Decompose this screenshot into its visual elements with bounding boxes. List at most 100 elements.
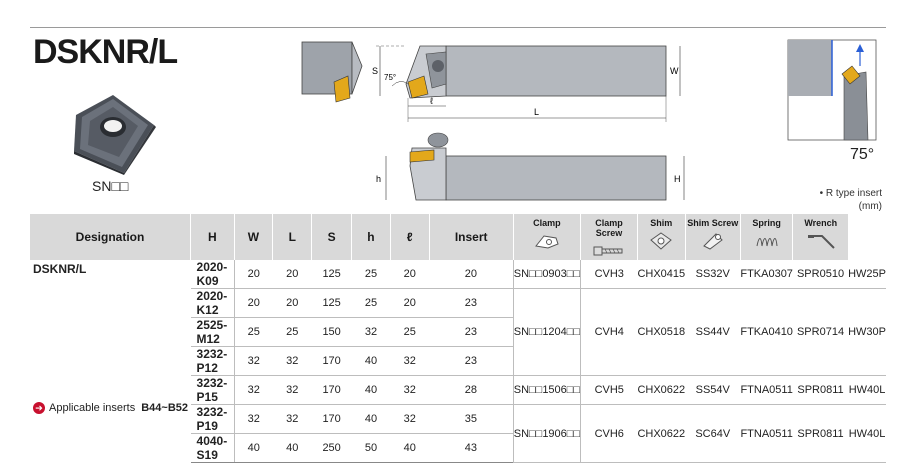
r-type-note: • R type insert (mm) <box>820 187 882 213</box>
header-S: S <box>311 214 352 260</box>
header-shim-screw: Shim Screw <box>684 214 741 260</box>
shim-icon <box>650 232 673 250</box>
cell-l: 43 <box>429 433 514 463</box>
arrow-circle-icon: ➔ <box>33 402 45 414</box>
cell-wrench: HW25P <box>848 260 886 289</box>
cell-clamp: CVH6 <box>580 404 638 463</box>
toolholder-drawing: S W L ℓ 75° h H <box>301 41 685 201</box>
designation-code: 2525-M12 <box>190 317 235 347</box>
table-row: 3232-P15 32 32 170 40 32 28 SN□□1506□□ C… <box>30 375 886 405</box>
table-row: DSKNR/L 2020-K09 20 20 125 25 20 20 SN□□… <box>30 260 886 289</box>
insert-icon <box>74 95 156 175</box>
header-wrench-label: Wrench <box>804 218 838 228</box>
header-l: ℓ <box>389 214 430 260</box>
header-designation: Designation <box>30 214 191 260</box>
dim-angle: 75° <box>384 73 396 82</box>
header-insert: Insert <box>428 214 514 260</box>
cell-l: 20 <box>429 260 514 289</box>
r-type-illustration <box>787 39 877 141</box>
cell-H: 32 <box>233 375 273 405</box>
cell-l: 23 <box>429 288 514 318</box>
cell-wrench: HW30P <box>848 288 886 376</box>
top-rule <box>30 27 886 28</box>
cell-H: 20 <box>233 288 273 318</box>
cell-H: 32 <box>233 404 273 434</box>
cell-L: 150 <box>311 317 352 347</box>
wrench-icon <box>807 235 835 249</box>
designation-code: 3232-P15 <box>190 375 235 405</box>
header-shim-screw-label: Shim Screw <box>687 218 739 228</box>
designation-code: 3232-P12 <box>190 346 235 376</box>
series-name: DSKNR/L <box>33 262 87 276</box>
unit-label: (mm) <box>858 201 882 212</box>
header-wrench: Wrench <box>792 214 849 260</box>
header-W: W <box>233 214 273 260</box>
cell-S: 50 <box>351 433 391 463</box>
cell-insert: SN□□1204□□ <box>512 288 581 376</box>
header-clamp: Clamp <box>512 214 581 260</box>
applicable-inserts-note: ➔ Applicable inserts B44~B52 <box>33 402 188 414</box>
cell-W: 32 <box>272 404 312 434</box>
clamp-icon <box>534 235 559 249</box>
cell-h: 20 <box>390 288 430 318</box>
cell-insert: SN□□1506□□ <box>512 375 581 405</box>
table-row: 2525-M12 25 25 150 32 25 23 <box>30 317 886 347</box>
cell-h: 32 <box>390 404 430 434</box>
cell-L: 170 <box>311 346 352 376</box>
cell-L: 170 <box>311 375 352 405</box>
header-clamp-label: Clamp <box>533 218 561 228</box>
header-h: h <box>351 214 391 260</box>
cell-L: 125 <box>311 288 352 318</box>
cell-insert: SN□□1906□□ <box>512 404 581 463</box>
cell-shim-screw: FTKA0307 <box>740 260 793 289</box>
cell-l: 23 <box>429 317 514 347</box>
cell-spring: SPR0811 <box>792 404 849 463</box>
cell-h: 20 <box>390 260 430 289</box>
spring-icon <box>756 238 778 247</box>
cell-wrench: HW40L <box>848 375 886 405</box>
cell-L: 125 <box>311 260 352 289</box>
cell-clamp-screw: CHX0518 <box>637 288 686 376</box>
cell-H: 40 <box>233 433 273 463</box>
table-row: 2020-K12 20 20 125 25 20 23 SN□□1204□□ C… <box>30 288 886 376</box>
cell-S: 40 <box>351 346 391 376</box>
cell-shim-screw: FTNA0511 <box>740 375 793 405</box>
cell-shim: SC64V <box>685 404 741 463</box>
cell-W: 20 <box>272 260 312 289</box>
cell-H: 20 <box>233 260 273 289</box>
cell-h: 25 <box>390 317 430 347</box>
cell-shim: SS44V <box>685 288 741 376</box>
cell-S: 32 <box>351 317 391 347</box>
dim-W: W <box>670 66 679 76</box>
header-spring: Spring <box>739 214 793 260</box>
applicable-inserts-label: Applicable inserts <box>49 402 136 414</box>
dim-H: H <box>674 174 681 184</box>
cell-insert: SN□□0903□□ <box>512 260 581 289</box>
designation-code: 3232-P19 <box>190 404 235 434</box>
cell-clamp-screw: CHX0622 <box>637 375 686 405</box>
cell-wrench: HW40L <box>848 404 886 463</box>
page-title: DSKNR/L <box>33 33 178 71</box>
cell-clamp: CVH3 <box>580 260 638 289</box>
cell-H: 32 <box>233 346 273 376</box>
cell-L: 250 <box>311 433 352 463</box>
header-clamp-screw-label: Clamp Screw <box>595 218 623 238</box>
header-clamp-screw: Clamp Screw <box>580 214 638 260</box>
cell-shim-screw: FTKA0410 <box>740 288 793 376</box>
header-shim-label: Shim <box>650 218 673 228</box>
designation-code: 2020-K09 <box>190 260 235 289</box>
dim-L: L <box>534 107 539 117</box>
cell-shim-screw: FTNA0511 <box>740 404 793 463</box>
cell-l: 23 <box>429 346 514 376</box>
screw-icon <box>593 246 623 256</box>
designation-code: 2020-K12 <box>190 288 235 318</box>
table-header-row: Designation H W L S h ℓ Insert Clamp Cla… <box>30 214 886 260</box>
cell-W: 32 <box>272 346 312 376</box>
cell-H: 25 <box>233 317 273 347</box>
cell-spring: SPR0811 <box>792 375 849 405</box>
cell-L: 170 <box>311 404 352 434</box>
cell-W: 40 <box>272 433 312 463</box>
cell-S: 40 <box>351 375 391 405</box>
header-L: L <box>272 214 312 260</box>
cell-spring: SPR0714 <box>792 288 849 376</box>
